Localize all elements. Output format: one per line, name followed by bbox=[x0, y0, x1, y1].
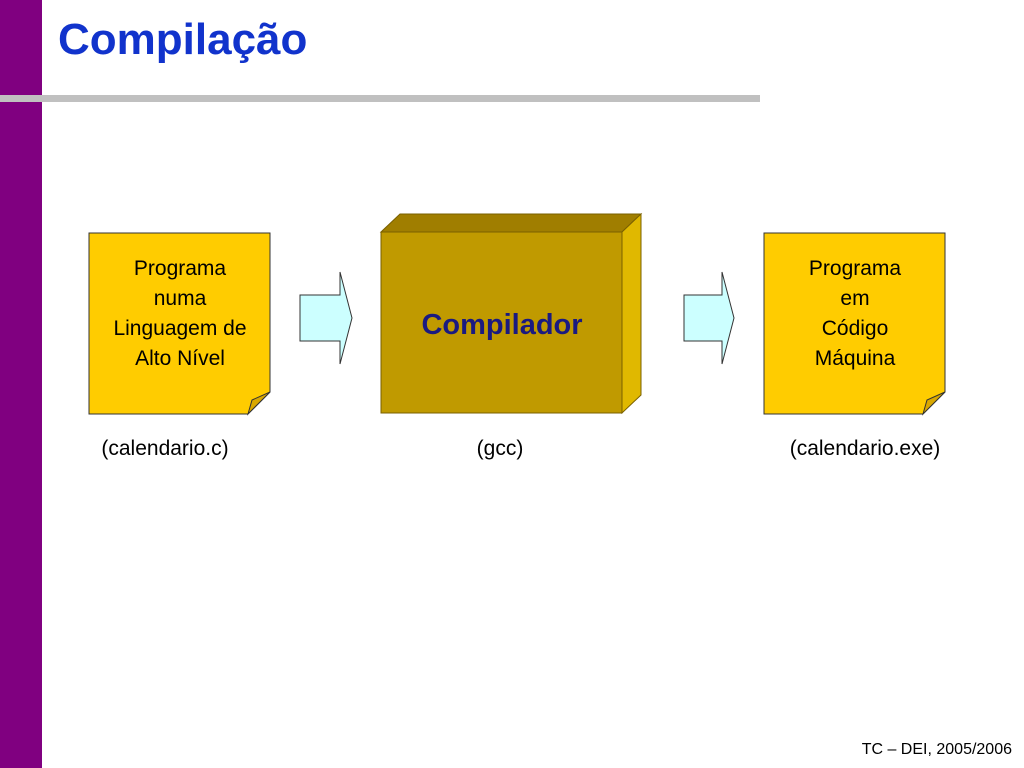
source-program-note bbox=[88, 232, 271, 416]
compiler-caption: (gcc) bbox=[477, 437, 524, 460]
target-line-2: em bbox=[840, 287, 869, 310]
source-line-3: Linguagem de bbox=[113, 317, 246, 340]
source-line-4: Alto Nível bbox=[135, 347, 225, 370]
target-line-3: Código bbox=[822, 317, 889, 340]
compiler-box bbox=[379, 212, 643, 415]
source-line-1: Programa bbox=[134, 257, 227, 280]
target-line-1: Programa bbox=[809, 257, 902, 280]
target-caption: (calendario.exe) bbox=[790, 437, 941, 460]
accent-side-bar bbox=[0, 0, 42, 768]
source-line-2: numa bbox=[154, 287, 207, 310]
target-line-4: Máquina bbox=[815, 347, 896, 370]
slide-footer: TC – DEI, 2005/2006 bbox=[861, 741, 1012, 758]
slide-title: Compilação bbox=[58, 15, 308, 64]
source-caption: (calendario.c) bbox=[101, 437, 228, 460]
arrow-right-icon bbox=[299, 271, 353, 365]
compiler-label: Compilador bbox=[421, 309, 582, 341]
title-underline bbox=[0, 95, 760, 102]
target-program-note bbox=[763, 232, 946, 416]
arrow-right-icon bbox=[683, 271, 735, 365]
